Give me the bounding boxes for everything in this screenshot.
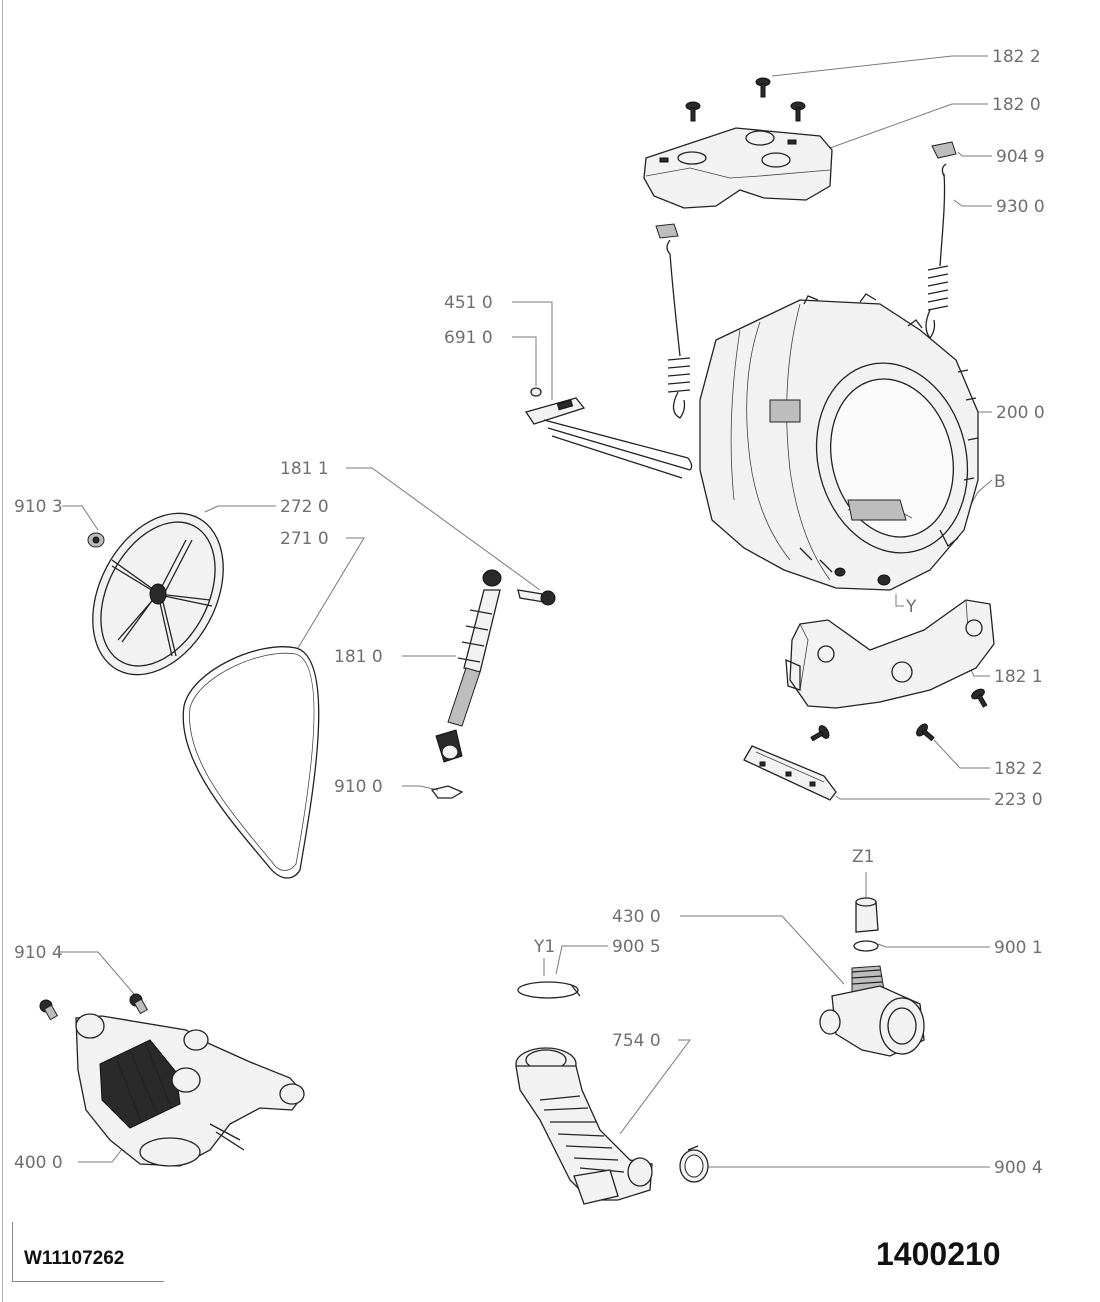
model-code: W11107262 <box>24 1248 125 1269</box>
leader-451-0 <box>512 301 553 400</box>
callout-900-4: 900 4 <box>994 1158 1043 1178</box>
callout-930-0: 930 0 <box>996 197 1045 217</box>
screw-182-2-top <box>685 77 806 122</box>
bolt-181-1 <box>517 589 556 606</box>
heater-451-0 <box>524 387 693 479</box>
leader-910-0 <box>402 785 439 791</box>
leader-223-0 <box>835 795 990 800</box>
callout-451-0: 451 0 <box>444 293 493 313</box>
footer-underline <box>12 1281 164 1282</box>
callout-400-0: 400 0 <box>14 1153 63 1173</box>
screw-182-2-bottom <box>810 688 988 742</box>
callout-182-0: 182 0 <box>992 95 1041 115</box>
leader-272-0 <box>204 505 276 513</box>
leader-691-0 <box>512 336 537 386</box>
motor-400-0 <box>75 1013 305 1167</box>
footer-rule <box>12 1222 13 1282</box>
leader-182-2-top <box>771 55 988 77</box>
callout-900-5: 900 5 <box>612 937 661 957</box>
callout-labels: 182 2 182 0 904 9 930 0 451 0 691 0 200 … <box>14 47 1045 1178</box>
leader-182-0 <box>829 103 988 149</box>
callout-691-0: 691 0 <box>444 328 493 348</box>
leader-900-4 <box>703 1163 990 1168</box>
callout-272-0: 272 0 <box>280 497 329 517</box>
leader-182-2-bottom <box>933 739 990 769</box>
clamp-900-5 <box>517 981 581 999</box>
tub-200-0 <box>699 293 979 591</box>
leader-400-0 <box>78 1143 127 1163</box>
callout-910-0: 910 0 <box>334 777 383 797</box>
drain-pump-430-0 <box>819 897 925 1057</box>
callout-271-0: 271 0 <box>280 529 329 549</box>
leader-y <box>895 594 904 607</box>
callout-y: Y <box>905 597 917 617</box>
belt-271-0 <box>182 646 320 879</box>
spring-left <box>655 223 691 419</box>
callout-182-2-top: 182 2 <box>992 47 1041 67</box>
leader-900-1 <box>877 943 990 948</box>
callout-181-1: 181 1 <box>280 459 329 479</box>
bottom-counterweight-182-1 <box>785 599 995 709</box>
leader-900-5 <box>555 945 608 975</box>
callout-181-0: 181 0 <box>334 647 383 667</box>
bracket-223-0 <box>743 745 837 801</box>
leader-430-0 <box>680 915 845 985</box>
callout-910-3: 910 3 <box>14 497 63 517</box>
leader-910-4 <box>58 951 135 995</box>
callout-b: B <box>994 472 1006 492</box>
diagram-number: 1400210 <box>876 1236 1001 1272</box>
screw-910-4 <box>39 993 149 1021</box>
callout-y1: Y1 <box>533 937 555 957</box>
callout-223-0: 223 0 <box>994 790 1043 810</box>
callout-904-9: 904 9 <box>996 147 1045 167</box>
leader-754-0 <box>619 1039 691 1135</box>
callout-182-1: 182 1 <box>994 667 1043 687</box>
shock-absorber-181-0 <box>435 569 502 763</box>
leader-181-1 <box>346 467 541 591</box>
leader-910-3 <box>62 505 99 531</box>
callout-910-4: 910 4 <box>14 943 63 963</box>
callout-200-0: 200 0 <box>996 403 1045 423</box>
leader-904-9 <box>957 151 992 157</box>
callout-754-0: 754 0 <box>612 1031 661 1051</box>
clip-910-0 <box>430 785 464 799</box>
page-border <box>2 0 3 1302</box>
callout-182-2-bottom: 182 2 <box>994 759 1043 779</box>
callout-z1: Z1 <box>852 847 874 867</box>
pulley-272-0 <box>92 512 224 676</box>
leader-271-0 <box>297 537 365 649</box>
screw-910-3 <box>87 532 105 548</box>
hose-clamp-900-4 <box>679 1145 709 1183</box>
callout-430-0: 430 0 <box>612 907 661 927</box>
spring-930-0-right <box>925 141 957 340</box>
drain-hose-754-0 <box>515 1047 653 1205</box>
leader-930-0 <box>953 199 992 207</box>
callout-900-1: 900 1 <box>994 938 1043 958</box>
top-counterweight-182-0 <box>643 127 833 209</box>
